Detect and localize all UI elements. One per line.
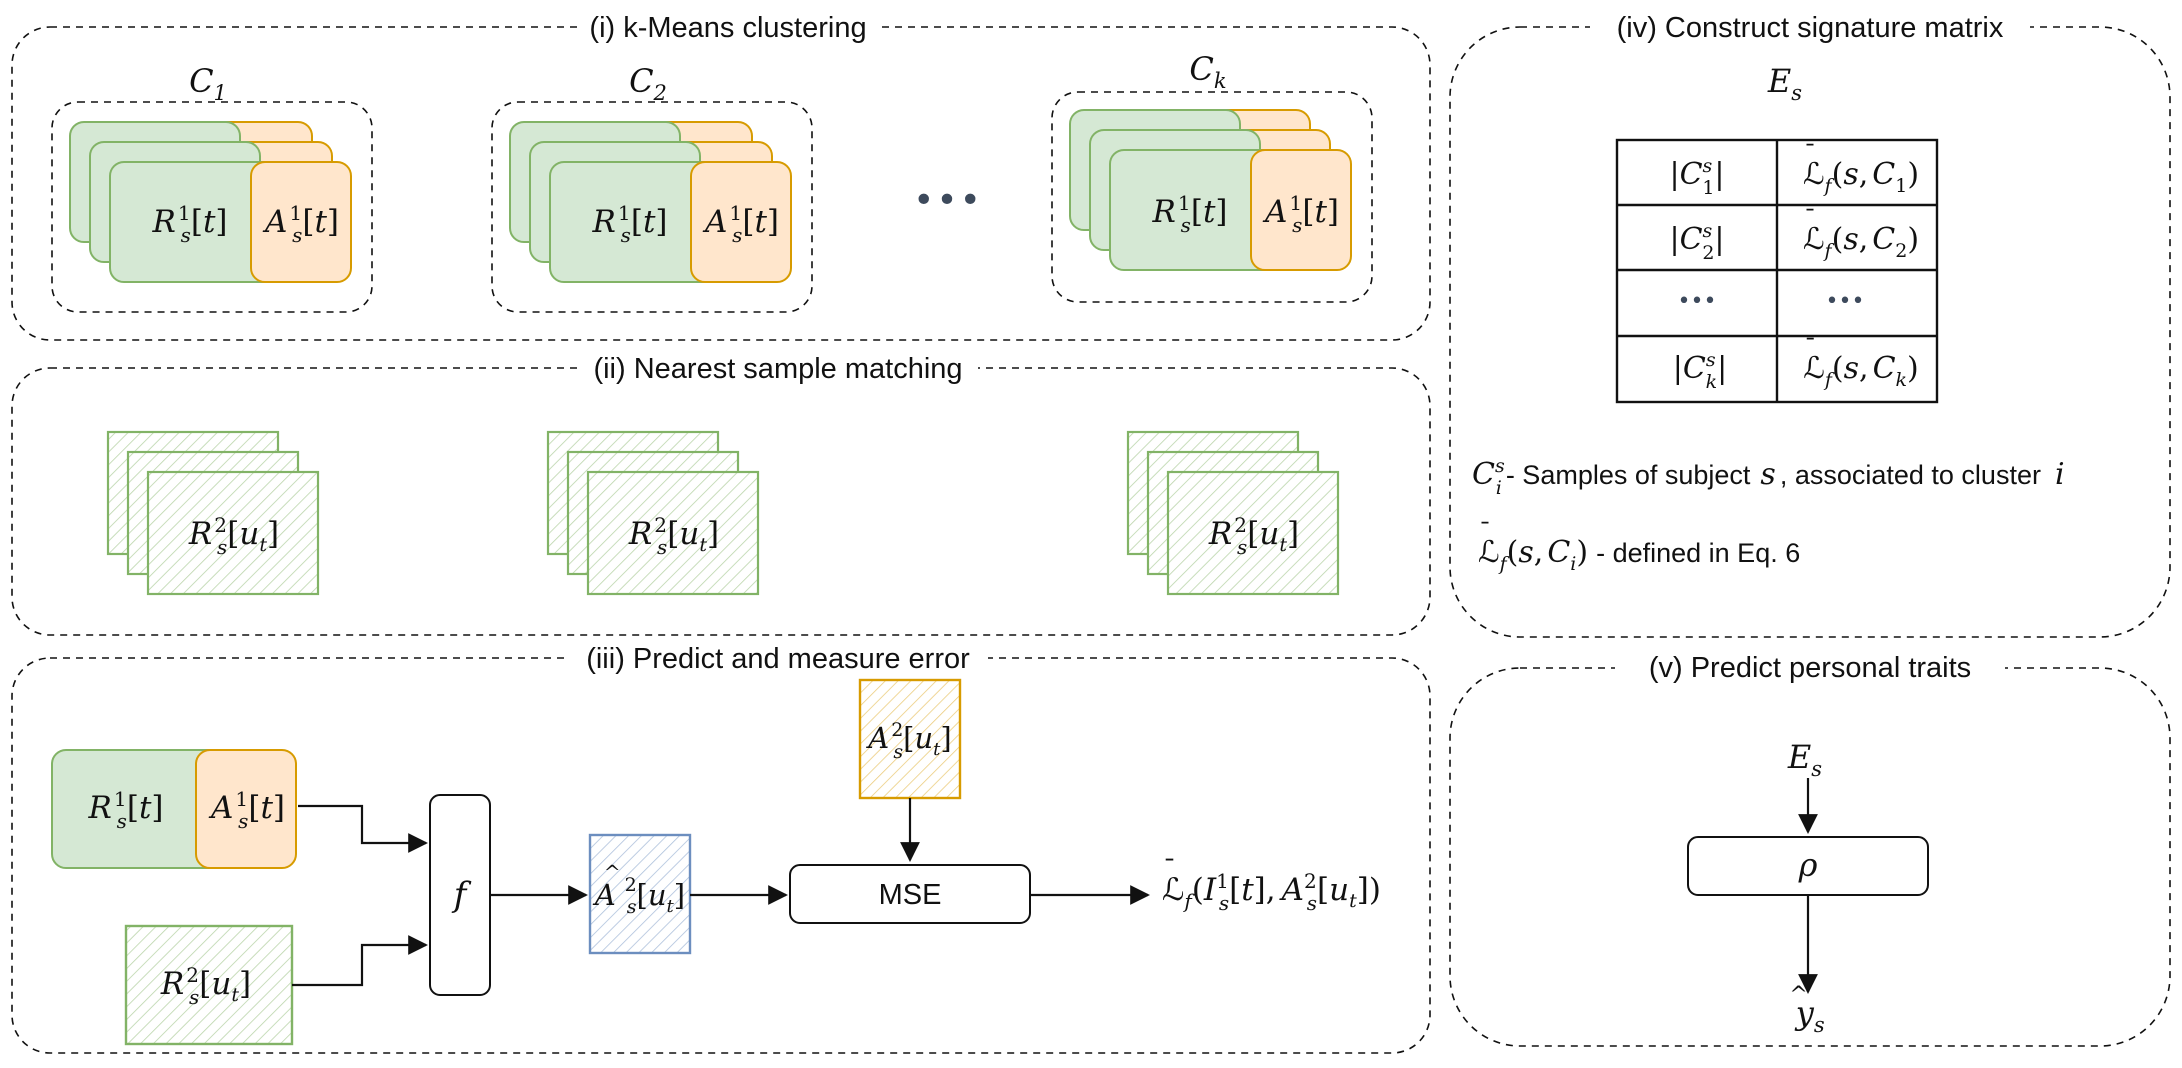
table-ellipsis-right: ••• — [1826, 289, 1865, 314]
svg-text:R2s[ut]: R2s[ut] — [1208, 513, 1299, 559]
section-signature-title: (iv) Construct signature matrix — [1617, 12, 2004, 44]
arrow-input-to-f — [298, 804, 428, 853]
section-nearest-title: (ii) Nearest sample matching — [593, 353, 962, 385]
table-row-k-loss: ¯ℒf(s,Ck) — [1803, 334, 1919, 391]
svg-text:A1s[t]: A1s[t] — [262, 201, 339, 247]
signature-input-label: Es — [1787, 738, 1822, 781]
predicted-A-block — [588, 833, 692, 955]
section-predict-title: (iii) Predict and measure error — [586, 643, 970, 675]
signature-matrix-label: Es — [1767, 62, 1802, 105]
table-row-1-loss: ¯ℒf(s,C1) — [1803, 140, 1919, 197]
cluster-2-label: C — [629, 62, 653, 100]
table-ellipsis-left: ••• — [1678, 289, 1717, 314]
svg-text:A2s[ut]: A2s[ut] — [865, 719, 951, 763]
svg-text:R2s[ut]: R2s[ut] — [188, 513, 279, 559]
svg-text:A^2s[ut]: A^2s[ut] — [592, 860, 685, 918]
svg-text:A1s[t]: A1s[t] — [1262, 191, 1339, 237]
svg-text:R1s[t]: R1s[t] — [87, 787, 163, 833]
section-traits-title: (v) Predict personal traits — [1649, 652, 1971, 684]
svg-text:C2: C2 — [629, 62, 667, 105]
A-block — [250, 161, 352, 283]
predicted-traits-label: ^ys — [1789, 983, 1825, 1037]
arrow-match-to-f — [292, 935, 428, 987]
svg-text:R1s[t]: R1s[t] — [591, 201, 667, 247]
svg-text:A1s[t]: A1s[t] — [702, 201, 779, 247]
cluster-1-label: C — [189, 62, 213, 100]
section-traits: (v) Predict personal traits Es ρ ^ys — [1449, 648, 2171, 1047]
section-kmeans-title: (i) k-Means clustering — [589, 12, 866, 44]
mse-label: MSE — [879, 879, 942, 911]
cluster-k-label: C — [1189, 50, 1213, 88]
svg-text:R1s[t]: R1s[t] — [151, 201, 227, 247]
svg-text:R2s[ut]: R2s[ut] — [628, 513, 719, 559]
svg-text:A1s[t]: A1s[t] — [208, 787, 285, 833]
legend-lf: ¯ℒf(s,Ci)- defined in Eq. 6 — [1478, 518, 1800, 575]
rho-label: ρ — [1798, 846, 1818, 884]
svg-text:Ck: Ck — [1189, 50, 1226, 93]
table-row-2-loss: ¯ℒf(s,C2) — [1803, 205, 1919, 262]
ellipsis-dots: ••• — [913, 180, 983, 221]
svg-text:R1s[t]: R1s[t] — [1151, 191, 1227, 237]
svg-text:R2s[ut]: R2s[ut] — [160, 963, 251, 1009]
svg-text:C1: C1 — [189, 62, 227, 105]
